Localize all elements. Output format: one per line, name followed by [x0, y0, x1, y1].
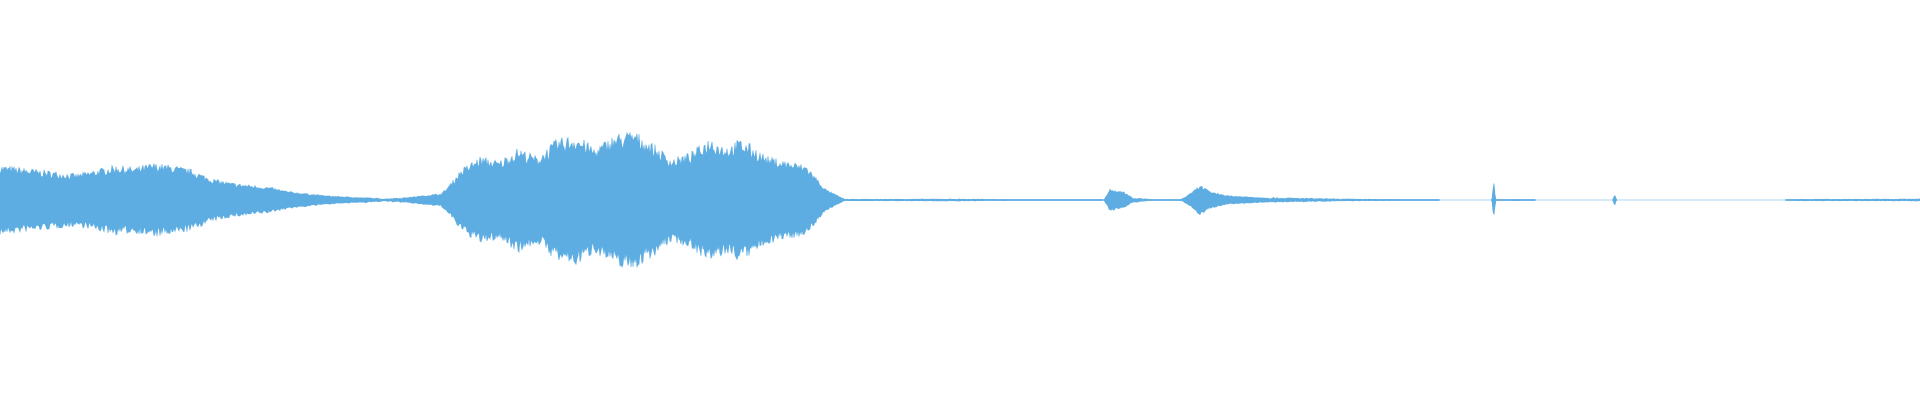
waveform-shape — [0, 132, 1920, 268]
